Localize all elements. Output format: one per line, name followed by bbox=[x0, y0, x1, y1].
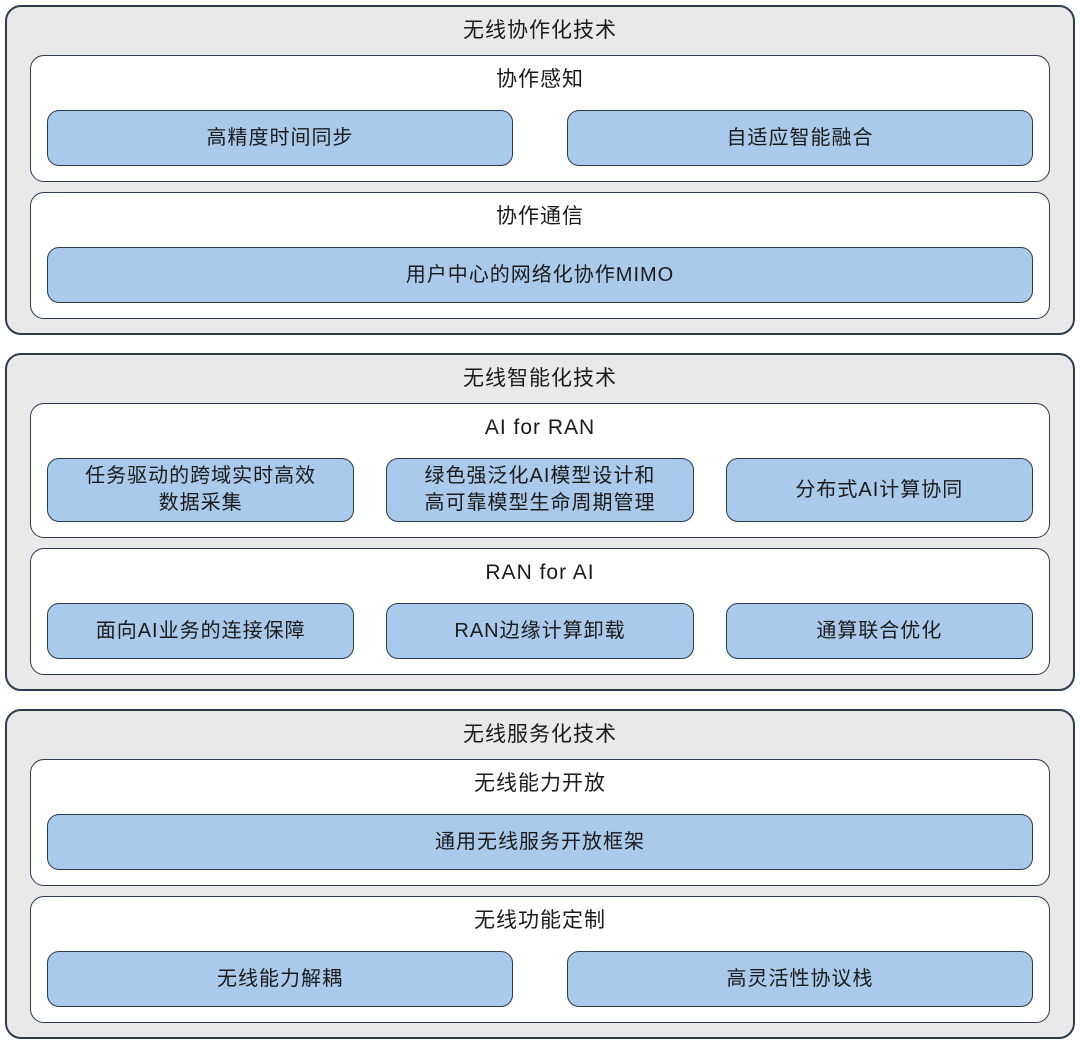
section-title: 协作通信 bbox=[496, 205, 584, 228]
tech-box: 任务驱动的跨域实时高效 数据采集 bbox=[47, 458, 355, 522]
tech-box: 高精度时间同步 bbox=[47, 110, 513, 166]
tech-box: 分布式AI计算协同 bbox=[725, 458, 1033, 522]
panel-title: 无线服务化技术 bbox=[463, 723, 617, 746]
box-row: 面向AI业务的连接保障 RAN边缘计算卸载 通算联合优化 bbox=[47, 603, 1033, 659]
section-ai-for-ran: AI for RAN 任务驱动的跨域实时高效 数据采集 绿色强泛化AI模型设计和… bbox=[30, 403, 1050, 538]
section-collaborative-communication: 协作通信 用户中心的网络化协作MIMO bbox=[30, 192, 1050, 319]
tech-box: 绿色强泛化AI模型设计和 高可靠模型生命周期管理 bbox=[386, 458, 694, 522]
section-title: AI for RAN bbox=[484, 416, 596, 439]
box-row: 无线能力解耦 高灵活性协议栈 bbox=[47, 951, 1033, 1007]
tech-box: 高灵活性协议栈 bbox=[567, 951, 1033, 1007]
box-row: 通用无线服务开放框架 bbox=[47, 814, 1033, 870]
box-row: 用户中心的网络化协作MIMO bbox=[47, 247, 1033, 303]
section-title: 无线能力开放 bbox=[474, 772, 606, 795]
tech-box: 用户中心的网络化协作MIMO bbox=[47, 247, 1033, 303]
section-title: RAN for AI bbox=[485, 561, 595, 584]
panel-title: 无线智能化技术 bbox=[463, 367, 617, 390]
box-row: 高精度时间同步 自适应智能融合 bbox=[47, 110, 1033, 166]
section-title: 无线功能定制 bbox=[474, 909, 606, 932]
panel-wireless-servitization: 无线服务化技术 无线能力开放 通用无线服务开放框架 无线功能定制 无线能力解耦 … bbox=[5, 709, 1075, 1039]
tech-box: 通用无线服务开放框架 bbox=[47, 814, 1033, 870]
tech-box: RAN边缘计算卸载 bbox=[386, 603, 694, 659]
section-function-customization: 无线功能定制 无线能力解耦 高灵活性协议栈 bbox=[30, 896, 1050, 1023]
panel-wireless-collaboration: 无线协作化技术 协作感知 高精度时间同步 自适应智能融合 协作通信 用户中心的网… bbox=[5, 5, 1075, 335]
section-title: 协作感知 bbox=[496, 68, 584, 91]
section-capability-openness: 无线能力开放 通用无线服务开放框架 bbox=[30, 759, 1050, 886]
tech-box: 面向AI业务的连接保障 bbox=[47, 603, 355, 659]
box-row: 任务驱动的跨域实时高效 数据采集 绿色强泛化AI模型设计和 高可靠模型生命周期管… bbox=[47, 458, 1033, 522]
panel-title: 无线协作化技术 bbox=[463, 19, 617, 42]
tech-box: 无线能力解耦 bbox=[47, 951, 513, 1007]
section-ran-for-ai: RAN for AI 面向AI业务的连接保障 RAN边缘计算卸载 通算联合优化 bbox=[30, 548, 1050, 675]
section-collaborative-sensing: 协作感知 高精度时间同步 自适应智能融合 bbox=[30, 55, 1050, 182]
panel-wireless-intelligence: 无线智能化技术 AI for RAN 任务驱动的跨域实时高效 数据采集 绿色强泛… bbox=[5, 353, 1075, 691]
tech-box: 自适应智能融合 bbox=[567, 110, 1033, 166]
tech-box: 通算联合优化 bbox=[725, 603, 1033, 659]
